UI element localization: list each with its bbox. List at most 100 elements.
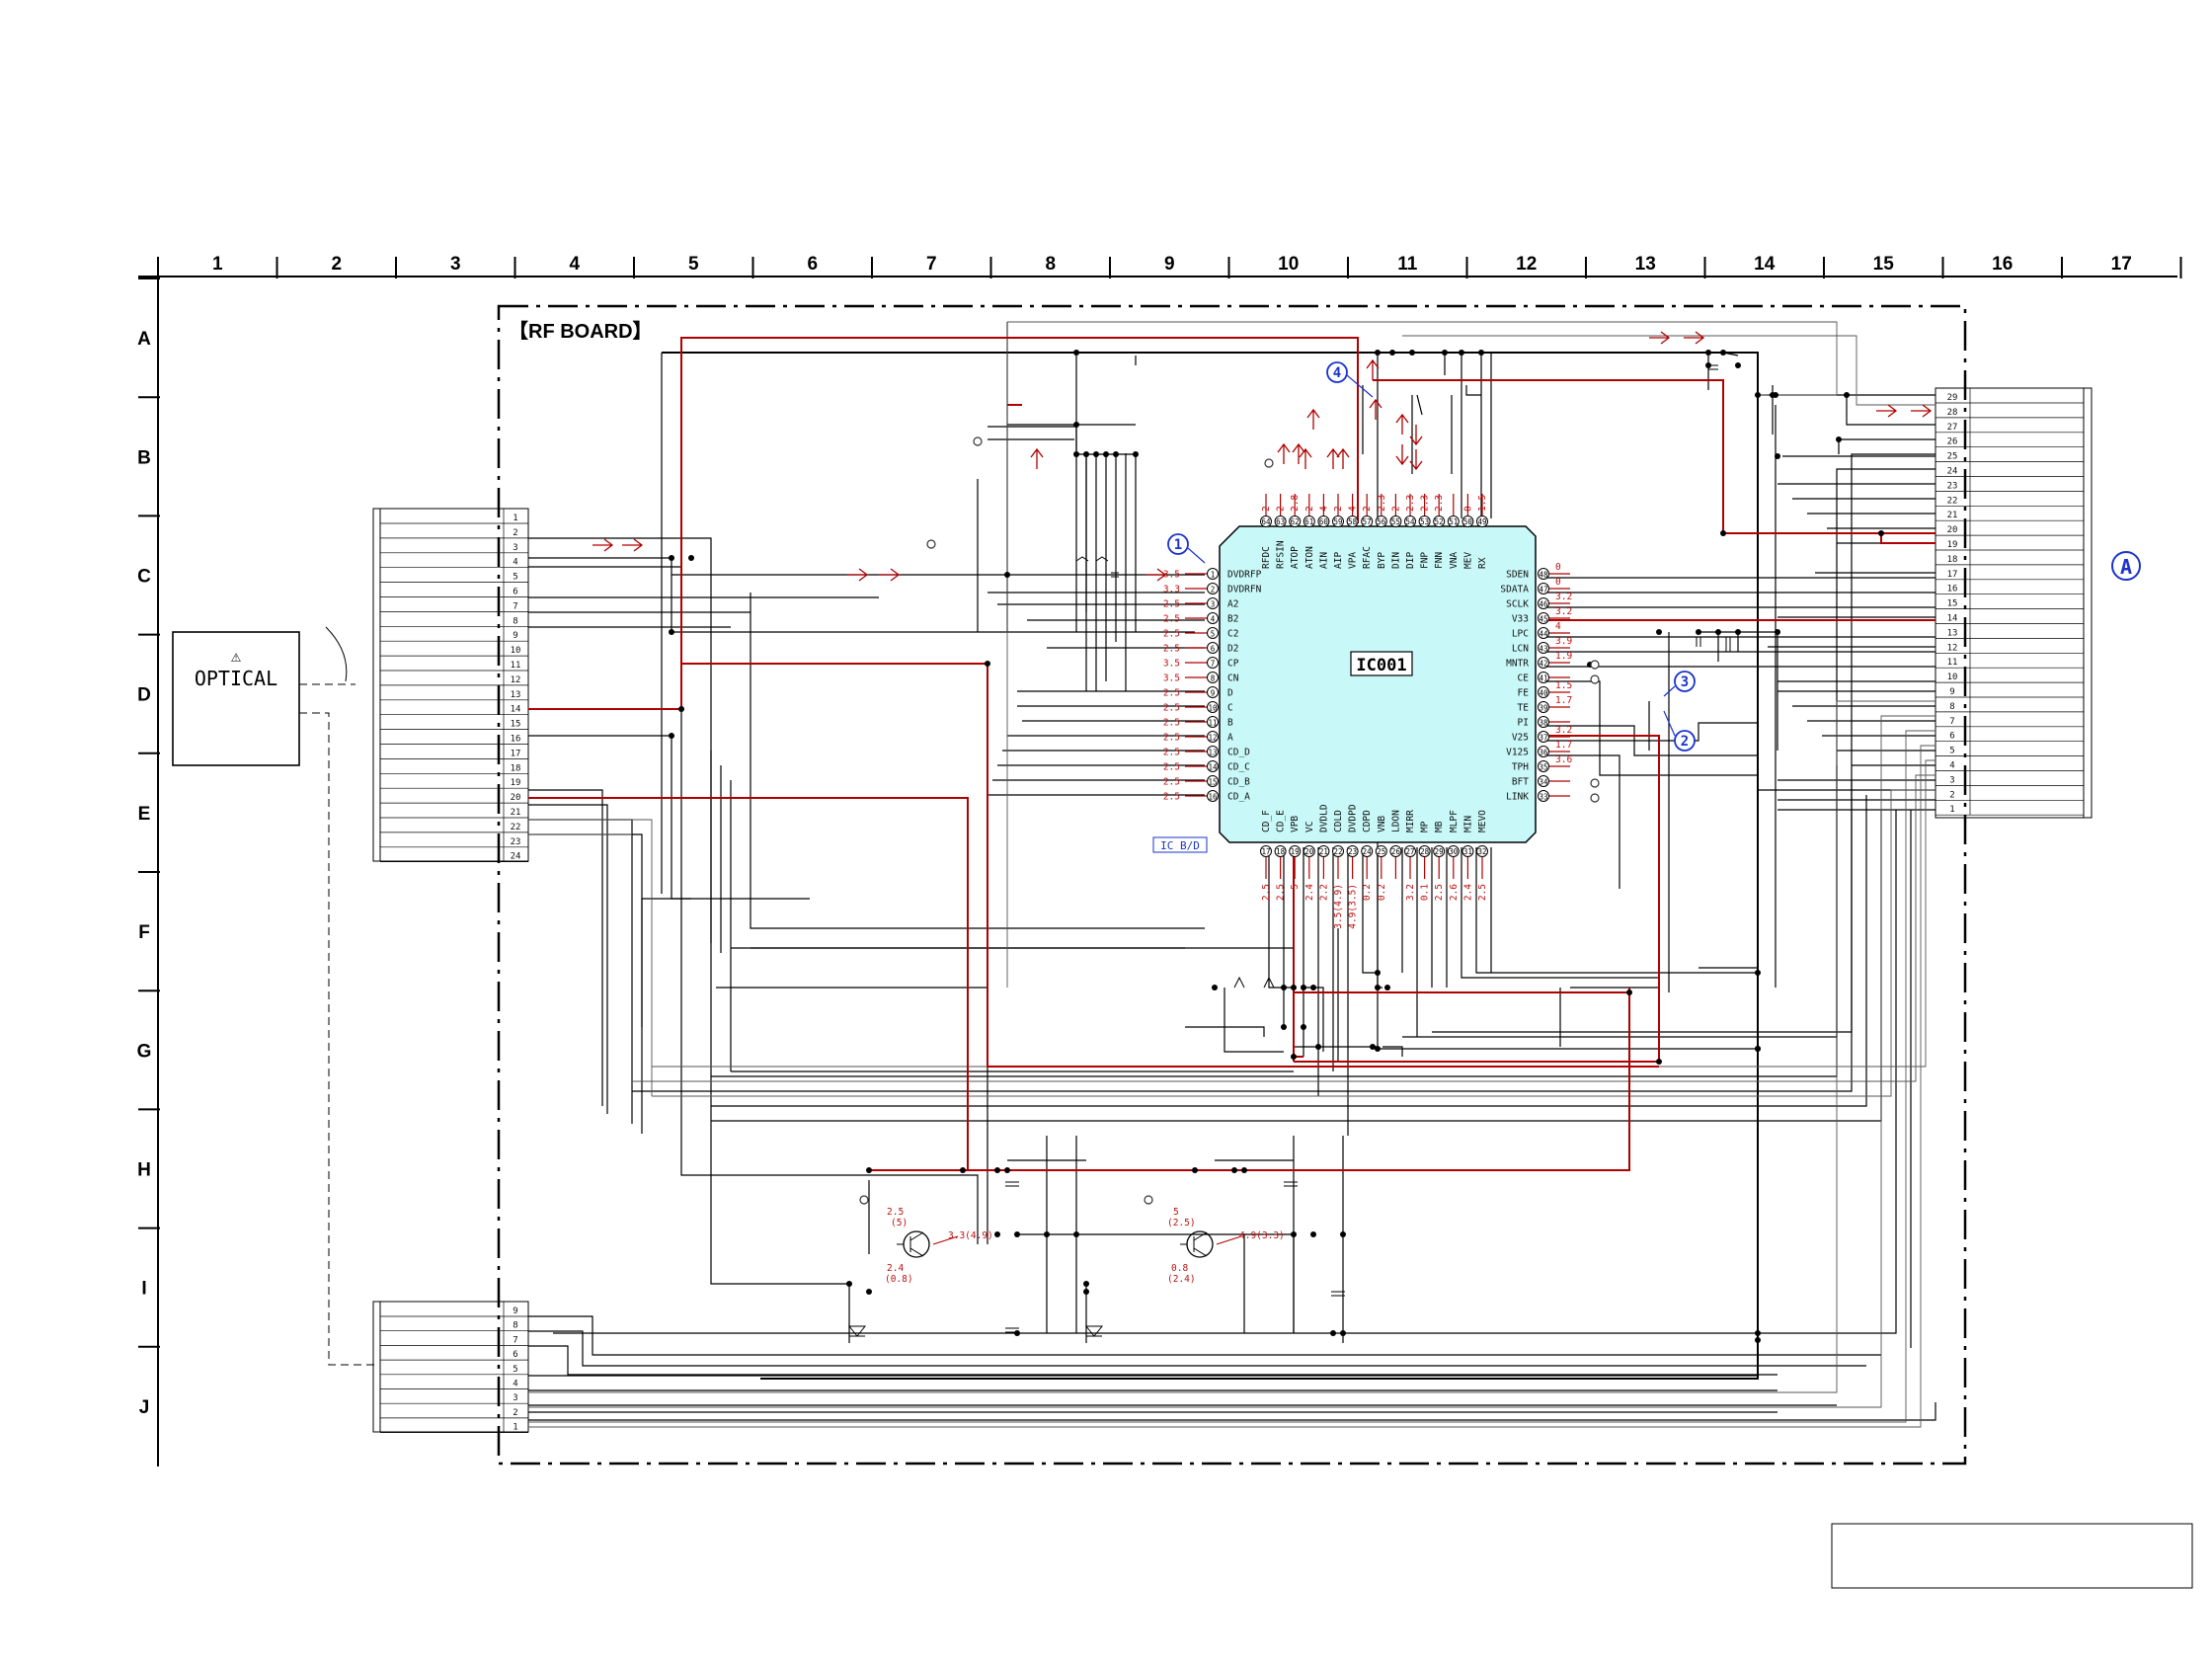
ic-pin-voltage: 0 [1555, 562, 1561, 573]
ic-pin-number: 55 [1391, 517, 1400, 526]
grid-col-label: 7 [926, 254, 937, 275]
optical-block: ⚠ OPTICAL [172, 626, 375, 1366]
ic-pin-name: LCN [1512, 644, 1529, 655]
connector-pin-number: 7 [513, 601, 517, 611]
connector-pin-number: 15 [1947, 599, 1958, 609]
ic-pin-number: 53 [1420, 517, 1429, 526]
ic-pin-voltage: 2 [1261, 506, 1272, 512]
ic-pin-voltage: 4 [1348, 506, 1359, 512]
marker-number: 3 [1681, 674, 1689, 690]
ic-pin-name: CDPD [1362, 810, 1373, 832]
ic-pin-name: CD_C [1227, 762, 1250, 773]
ic-pin-name: B2 [1227, 614, 1238, 625]
ic-pin-number: 47 [1539, 586, 1547, 594]
ic-pin-name: MEV [1462, 552, 1473, 569]
ic-sub-label: IC B/D [1152, 836, 1208, 853]
ic-pin-number: 12 [1208, 734, 1217, 743]
marker: 1 [1167, 533, 1189, 555]
ic-pin-number: 21 [1319, 847, 1328, 856]
ic-pin-voltage: 2.3 [1434, 495, 1445, 512]
grid-col-label: 17 [2111, 254, 2132, 275]
ic-pin-voltage: 3.2 [1555, 592, 1572, 602]
ic-pin-name: BYP [1377, 552, 1387, 569]
connector-pin-number: 18 [511, 763, 521, 773]
ic-pin-name: CD_A [1227, 792, 1250, 803]
connector-pin-number: 12 [511, 675, 521, 685]
ic-pin-voltage: 2 [1304, 506, 1315, 512]
ic-pin-number: 5 [1211, 630, 1216, 639]
ic-pin-number: 30 [1449, 847, 1459, 856]
connector-pin-number: 21 [511, 808, 521, 818]
connector-pin-number: 3 [513, 1393, 517, 1403]
ic-pin-name: DVDPD [1348, 804, 1359, 832]
ic-pin-voltage: 2.5 [1163, 644, 1180, 655]
ic-pin-number: 26 [1391, 847, 1401, 856]
connector-pin-number: 21 [1947, 511, 1958, 520]
transistor-q2: 5 (2.5) 4.9(3.3) 0.8 (2.4) [1167, 1207, 1285, 1285]
ic-name: IC001 [1356, 656, 1406, 675]
ic-pin-name: V125 [1506, 748, 1529, 758]
ic-pin-number: 62 [1291, 517, 1300, 526]
ic-pin-voltage: 3.2 [1405, 884, 1416, 901]
grid-col-label: 6 [807, 254, 818, 275]
ic-pin-name: ATOP [1290, 546, 1301, 569]
ic-pin-number: 46 [1539, 600, 1548, 609]
ic-pin-voltage: 2.5 [1434, 884, 1445, 901]
ic-pin-number: 58 [1348, 517, 1358, 526]
grid-row-label: C [137, 567, 151, 588]
rf-board-frame [497, 304, 1967, 1465]
ic-pin-voltage: 1.5 [1477, 495, 1488, 512]
ic-pin-voltage: 3.5 [1163, 659, 1180, 670]
ic-pin-voltage: 2.5 [1163, 599, 1180, 610]
passive-components [847, 364, 1731, 1337]
ic-pin-name: CE [1518, 673, 1530, 684]
ic-pin-number: 57 [1363, 517, 1372, 526]
connector-pin-number: 8 [513, 1321, 517, 1331]
connector-pin-number: 7 [513, 1335, 517, 1345]
grid-col-label: 9 [1164, 254, 1175, 275]
ic-pin-number: 13 [1208, 749, 1217, 757]
ic-pin-voltage: 2.2 [1318, 884, 1329, 901]
connector-pin-number: 17 [511, 749, 521, 758]
ic-pin-name: V33 [1512, 614, 1529, 625]
ic-pin-number: 35 [1539, 763, 1547, 772]
ic-pin-name: VC [1304, 822, 1315, 832]
ic-pin-number: 38 [1539, 719, 1548, 728]
svg-text:(2.5): (2.5) [1167, 1218, 1196, 1228]
ic-pin-number: 63 [1276, 517, 1285, 526]
ic-pin-voltage: 0.2 [1362, 884, 1373, 901]
ic-pin-number: 49 [1477, 517, 1486, 526]
connector-pin-number: 8 [513, 616, 517, 626]
ic-pin-name: MIRR [1405, 810, 1416, 832]
ic-pin-name: RFAC [1362, 546, 1373, 569]
ic-pin-number: 7 [1211, 660, 1216, 669]
ic-pin-number: 60 [1319, 517, 1329, 526]
ic-pin-number: 39 [1539, 704, 1547, 713]
connector-pin-number: 4 [513, 1380, 517, 1389]
ic-pin: 38 PI [1518, 716, 1570, 729]
ic-pin-name: PI [1518, 718, 1529, 729]
connector-pin-number: 25 [1947, 452, 1958, 462]
connector-pin-number: 13 [1947, 628, 1958, 638]
